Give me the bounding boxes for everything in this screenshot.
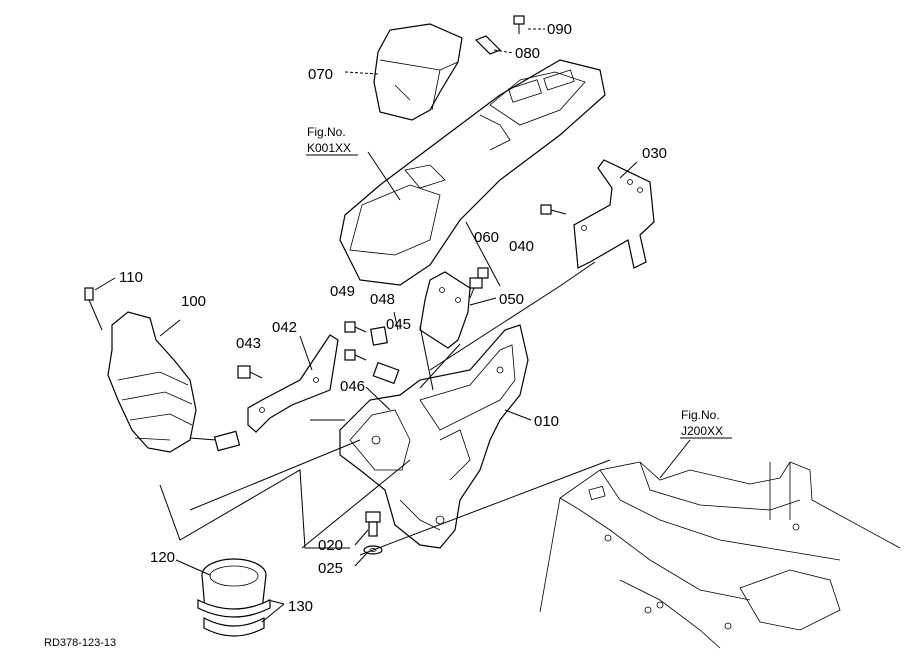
bracket-030 — [573, 159, 655, 269]
fig-ref-code: K001XX — [307, 141, 351, 155]
label-043: 043 — [236, 335, 261, 352]
label-020: 020 — [318, 537, 343, 554]
plate-045 — [372, 361, 400, 385]
label-130: 130 — [288, 598, 313, 615]
bolt-046 — [344, 349, 367, 361]
joystick-100 — [107, 311, 241, 453]
label-030: 030 — [642, 145, 667, 162]
rings-130 — [197, 599, 271, 637]
bolt-049 — [344, 321, 367, 333]
fig-ref-title: Fig.No. — [307, 125, 346, 139]
label-049: 049 — [330, 283, 355, 300]
label-010: 010 — [534, 413, 559, 430]
bolt-040 — [540, 204, 567, 215]
leader-lines — [94, 28, 691, 623]
diagram-code: RD378-123-13 — [44, 637, 116, 649]
label-042: 042 — [272, 319, 297, 336]
console-panel — [339, 59, 606, 286]
chassis-frame — [539, 461, 901, 649]
label-045: 045 — [386, 316, 411, 333]
bolt-110 — [84, 287, 103, 331]
label-046: 046 — [340, 378, 365, 395]
label-080: 080 — [515, 45, 540, 62]
boot-120 — [201, 558, 267, 611]
fig-ref-title: Fig.No. — [681, 408, 720, 422]
label-025: 025 — [318, 560, 343, 577]
label-050: 050 — [499, 291, 524, 308]
bolt-020 — [365, 511, 381, 537]
label-120: 120 — [150, 549, 175, 566]
label-070: 070 — [308, 66, 333, 83]
console-cover-070 — [373, 23, 463, 121]
fig-ref-j200xx: Fig.No. J200XX — [680, 408, 732, 439]
fig-ref-code: J200XX — [681, 424, 723, 438]
plate-048 — [370, 326, 388, 346]
fig-ref-k001xx: Fig.No. K001XX — [306, 125, 358, 156]
bolt-043 — [237, 365, 263, 379]
plate-080 — [474, 35, 502, 55]
main-frame-010 — [339, 324, 529, 549]
label-100: 100 — [181, 293, 206, 310]
bracket-050 — [419, 271, 471, 349]
label-060: 060 — [474, 229, 499, 246]
label-090: 090 — [547, 21, 572, 38]
bracket-042 — [247, 334, 339, 433]
label-048: 048 — [370, 291, 395, 308]
label-110: 110 — [119, 269, 143, 286]
bolt-090 — [513, 15, 525, 34]
bolt-060 — [469, 267, 489, 299]
part-labels: 070 090 080 030 040 060 050 110 100 049 … — [119, 21, 667, 615]
label-040: 040 — [509, 238, 534, 255]
